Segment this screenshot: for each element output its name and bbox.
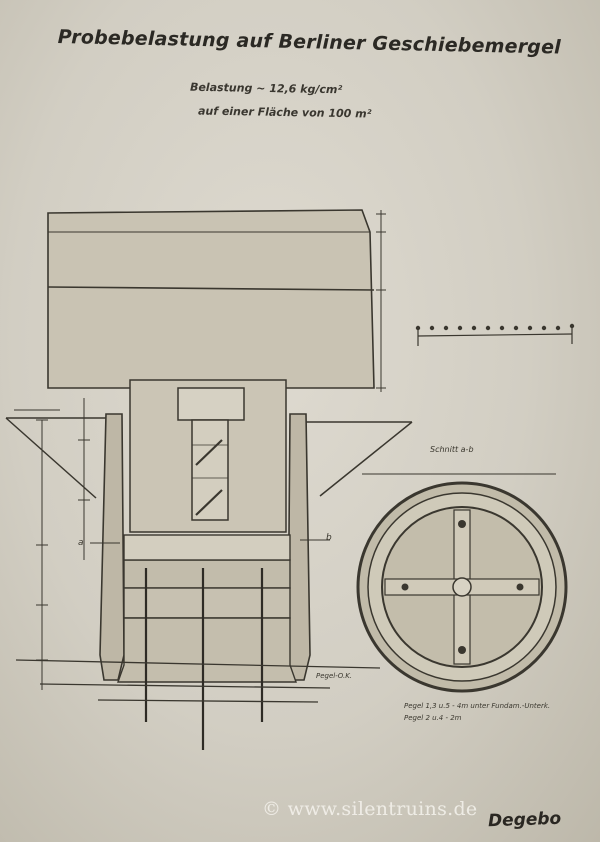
ground-line bbox=[15, 659, 381, 703]
legend-line-1: Pegel 1,3 u.5 - 4m unter Fundam.-Unterk. bbox=[404, 702, 551, 710]
copyright-watermark: © www.silentruins.de bbox=[262, 798, 478, 820]
scale-bar bbox=[415, 323, 575, 346]
foundation-body bbox=[117, 534, 297, 683]
section-mark-b: b bbox=[326, 533, 332, 543]
left-dimension-chain bbox=[36, 398, 90, 690]
level-pipes bbox=[144, 568, 264, 750]
load-block bbox=[47, 209, 375, 389]
section-mark-a: a bbox=[78, 538, 84, 548]
degebo-logo: Degebo bbox=[487, 808, 562, 832]
pedestal-column bbox=[129, 379, 287, 533]
load-dimension-right bbox=[376, 210, 386, 392]
section-cut-line bbox=[90, 539, 330, 544]
section-circle bbox=[356, 473, 568, 693]
legend-line-2: Pegel 2 u.4 - 2m bbox=[404, 714, 462, 722]
excavation-slopes bbox=[5, 409, 413, 499]
section-label: Schnitt a-b bbox=[430, 445, 474, 454]
ground-level-label: Pegel-O.K. bbox=[316, 672, 353, 680]
